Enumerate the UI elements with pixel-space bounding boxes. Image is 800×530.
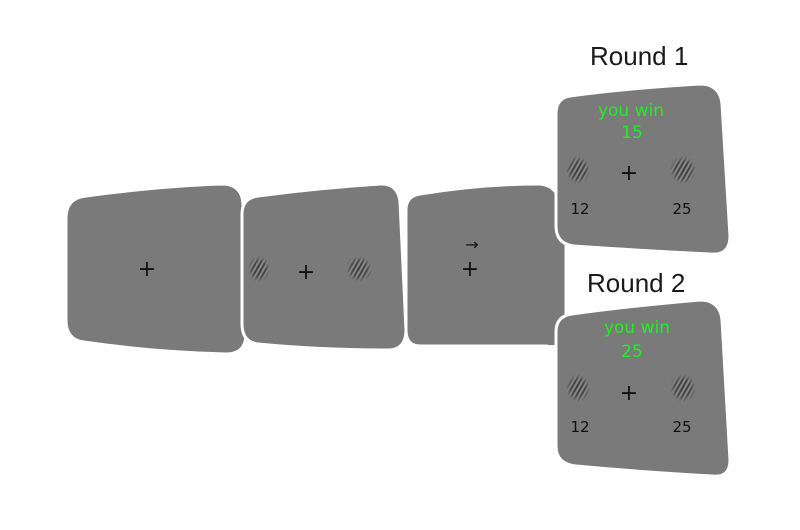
fixation-cross: + <box>461 257 479 282</box>
right-option-value: 25 <box>672 418 691 436</box>
left-grating-stimulus <box>566 156 590 184</box>
fixation-cross: + <box>620 381 638 406</box>
right-grating-stimulus <box>346 256 372 282</box>
screen-panel <box>554 82 732 256</box>
left-grating-stimulus <box>248 256 270 282</box>
right-grating-stimulus <box>670 374 696 402</box>
round-2-feedback-screen: you win 25 + 12 25 <box>554 298 732 478</box>
right-option-value: 25 <box>672 200 691 218</box>
right-grating-stimulus <box>670 156 696 184</box>
left-option-value: 12 <box>570 200 589 218</box>
stimulus-screen: + <box>240 182 408 352</box>
cue-screen: → + <box>404 182 568 349</box>
round-2-title: Round 2 <box>587 268 686 298</box>
feedback-points: 25 <box>621 342 643 362</box>
screen-panel <box>404 182 568 349</box>
screen-panel <box>554 298 732 478</box>
fixation-cross: + <box>297 260 315 285</box>
fixation-screen: + <box>64 182 248 356</box>
fixation-cross: + <box>138 257 156 282</box>
screen-panel <box>240 182 408 352</box>
left-option-value: 12 <box>570 418 589 436</box>
feedback-message: you win <box>598 101 664 121</box>
feedback-points: 15 <box>621 123 643 143</box>
left-grating-stimulus <box>566 374 590 402</box>
cue-arrow-icon: → <box>465 235 478 254</box>
round-1-title: Round 1 <box>590 41 689 71</box>
round-1-feedback-screen: you win 15 + 12 25 <box>554 82 732 256</box>
screen-panel <box>64 182 248 356</box>
fixation-cross: + <box>620 161 638 186</box>
feedback-message: you win <box>604 318 670 338</box>
